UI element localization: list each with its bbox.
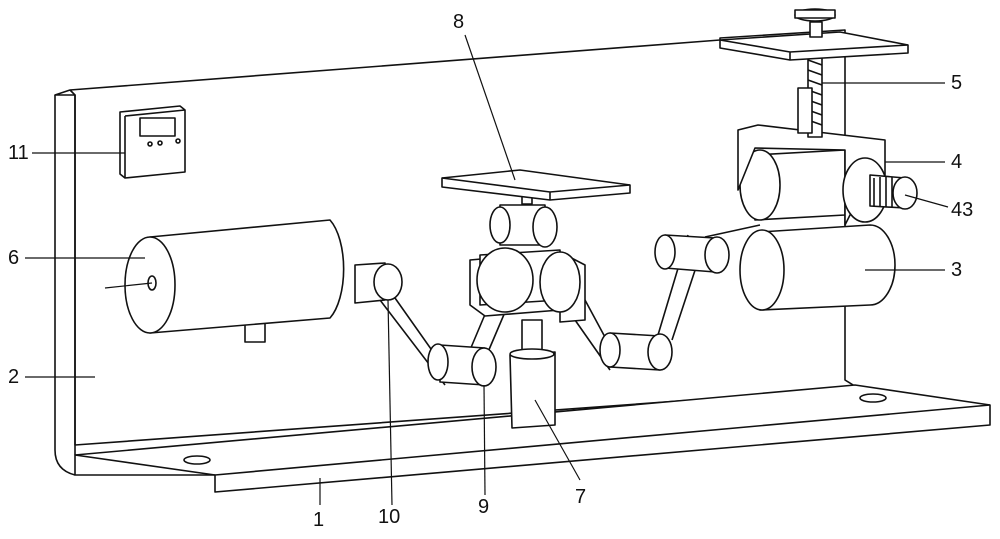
label-adjust-screw: 5 bbox=[951, 73, 962, 93]
label-back-plate: 2 bbox=[8, 367, 19, 387]
label-base-plate: 1 bbox=[313, 510, 324, 530]
label-knob: 43 bbox=[951, 200, 973, 220]
label-guide-roller-9: 9 bbox=[478, 497, 489, 517]
label-lift-cylinder: 7 bbox=[575, 487, 586, 507]
guide-roller-9 bbox=[428, 344, 496, 386]
label-top-plate: 8 bbox=[453, 12, 464, 32]
label-roller-frame: 4 bbox=[951, 152, 962, 172]
label-lower-roller: 3 bbox=[951, 260, 962, 280]
label-motor-roll: 6 bbox=[8, 248, 19, 268]
label-control-box: 11 bbox=[8, 143, 29, 163]
control-box bbox=[120, 106, 185, 178]
label-guide-roller-10: 10 bbox=[378, 507, 400, 527]
